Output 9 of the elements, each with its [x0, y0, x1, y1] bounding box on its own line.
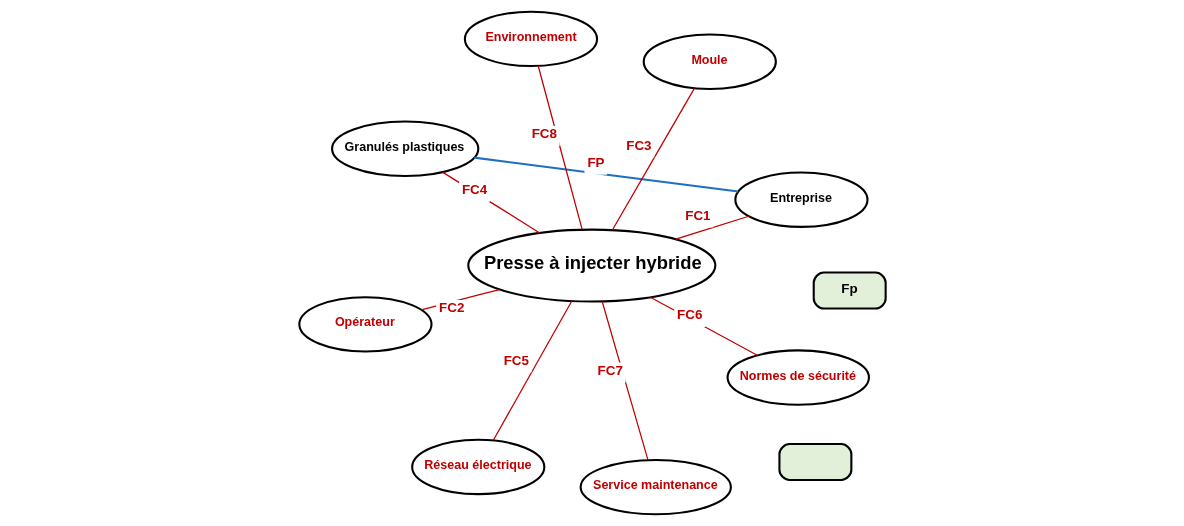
- edge-label: FC8: [531, 126, 557, 142]
- edge-label: FC4: [461, 182, 487, 198]
- edge-label: FC6: [676, 307, 702, 323]
- edge-label: FC2: [438, 300, 464, 316]
- edge-label: FC7: [597, 362, 623, 378]
- edge-label: FP: [586, 155, 604, 171]
- edge-label: FC1: [684, 207, 711, 223]
- edge-label: FC3: [625, 137, 652, 153]
- edge-label: FC5: [503, 352, 529, 368]
